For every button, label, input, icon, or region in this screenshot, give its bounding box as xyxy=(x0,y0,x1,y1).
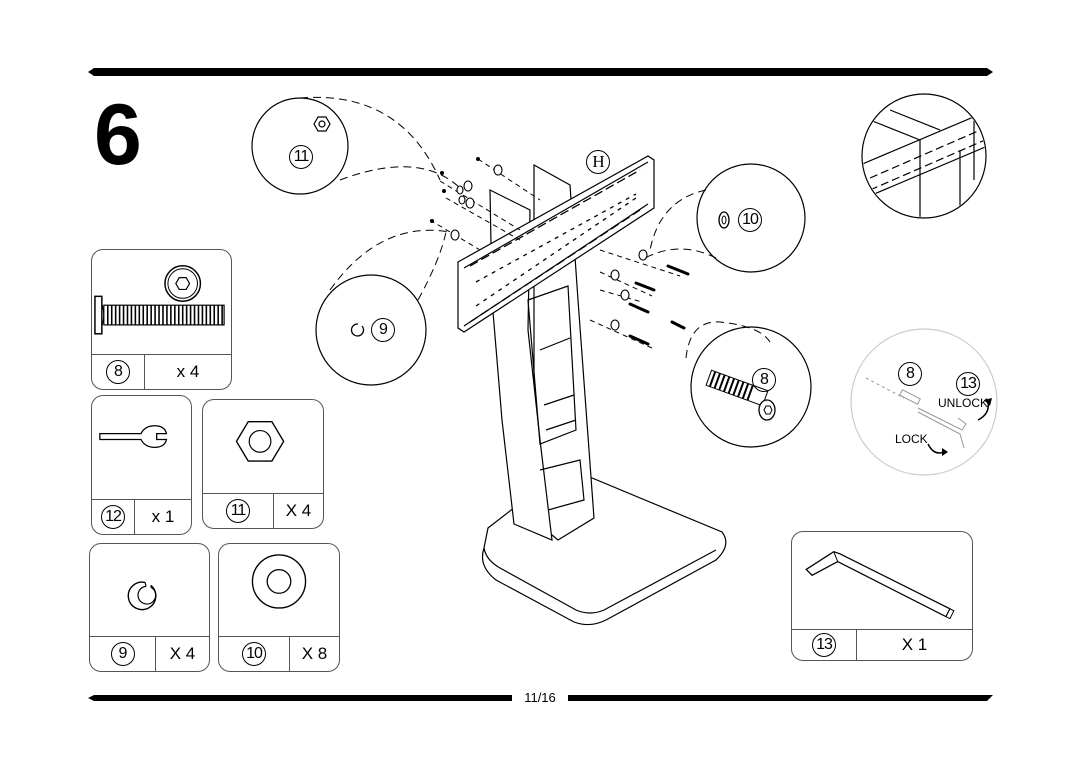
part-quantity: X 4 xyxy=(169,644,196,663)
part-number: 9 xyxy=(110,642,135,666)
part-number: 8 xyxy=(106,360,130,384)
part-quantity: x 4 xyxy=(176,362,200,381)
callout-spring-washer-number: 9 xyxy=(371,318,395,342)
part-card-flat-washer: 10 X 8 xyxy=(218,543,340,672)
part-quantity: X 4 xyxy=(285,501,312,520)
part-number: 13 xyxy=(812,633,836,657)
bolt-icon xyxy=(94,265,225,335)
part-card-wrench: 12 x 1 xyxy=(91,395,192,535)
part-card-allen-key: 13 X 1 xyxy=(791,531,973,661)
part-quantity: X 8 xyxy=(301,644,328,663)
spring-washer-icon xyxy=(127,581,157,611)
callout-washer-number: 10 xyxy=(738,208,762,232)
part-card-nut: 11 X 4 xyxy=(202,399,324,529)
hex-nut-icon xyxy=(235,421,285,462)
part-card-spring-washer: 9 X 4 xyxy=(89,543,210,672)
part-number: 12 xyxy=(101,505,125,529)
callout-bolt-number: 8 xyxy=(752,368,776,392)
lock-label: LOCK xyxy=(895,432,928,446)
part-quantity: X 1 xyxy=(901,635,928,654)
flat-washer-icon xyxy=(251,554,307,609)
part-card-bolt: 8 x 4 xyxy=(91,249,232,390)
part-footer: 13 X 1 xyxy=(792,629,972,660)
callout-nut-number: 11 xyxy=(289,145,313,169)
open-wrench-icon xyxy=(99,425,168,448)
part-footer: 11 X 4 xyxy=(203,493,323,528)
lock-detail-key-number: 13 xyxy=(956,372,980,396)
part-quantity: x 1 xyxy=(151,507,175,526)
step-number: 6 xyxy=(94,87,142,183)
part-number: 10 xyxy=(242,642,266,666)
bracket-label: H xyxy=(586,150,610,174)
part-number: 11 xyxy=(226,499,250,523)
part-footer: 8 x 4 xyxy=(92,354,231,389)
lock-detail-bolt-number: 8 xyxy=(898,362,922,386)
unlock-label: UNLOCK xyxy=(938,396,989,410)
top-rule xyxy=(88,68,993,76)
allen-key-icon xyxy=(805,550,955,620)
part-footer: 9 X 4 xyxy=(90,636,209,671)
part-footer: 10 X 8 xyxy=(219,636,339,671)
part-footer: 12 x 1 xyxy=(92,499,191,534)
page-number: 11/16 xyxy=(512,690,568,705)
